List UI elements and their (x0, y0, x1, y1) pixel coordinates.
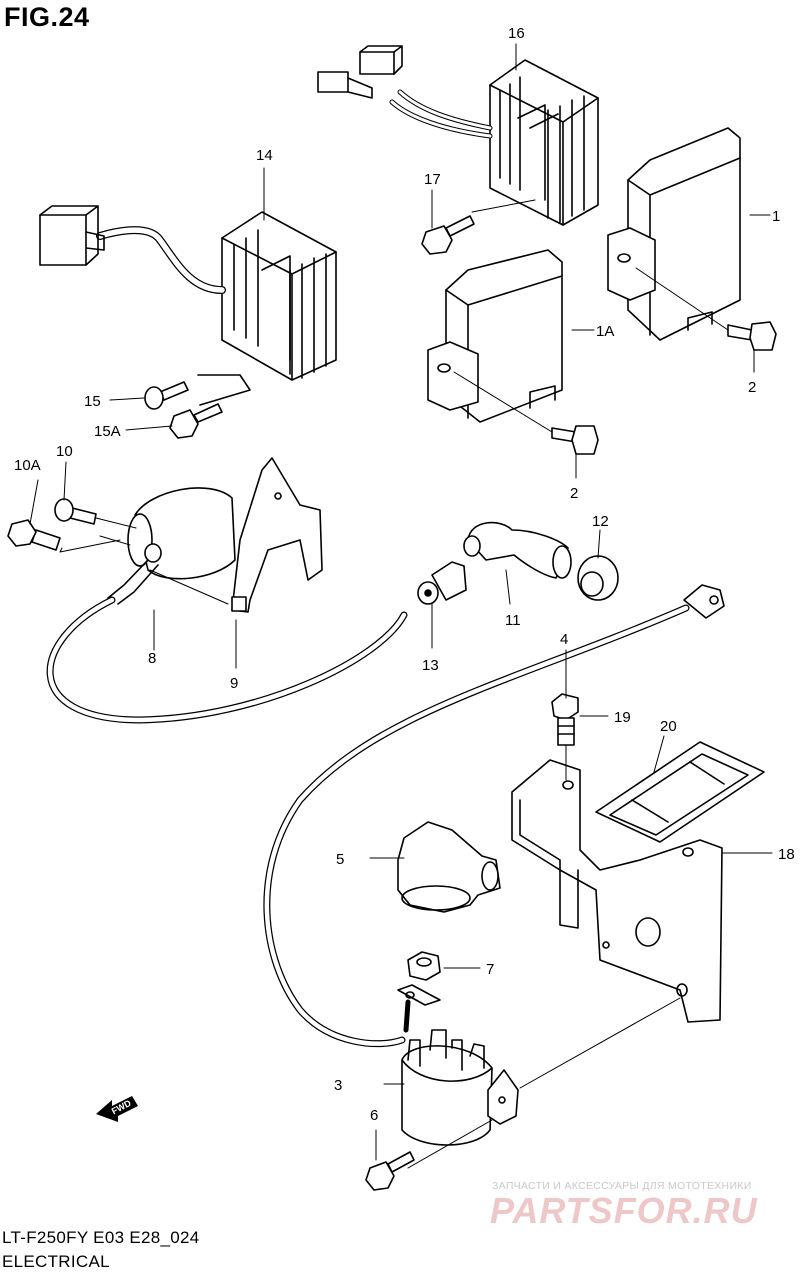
strap-20 (595, 741, 765, 843)
bolt-19 (551, 693, 579, 746)
callout-2-lower: 2 (570, 485, 578, 502)
callout-18: 18 (778, 846, 795, 863)
callout-10a: 10A (14, 457, 41, 474)
callout-7: 7 (486, 961, 494, 978)
callout-2-upper: 2 (748, 379, 756, 396)
callout-16: 16 (508, 25, 525, 42)
screw-15 (144, 381, 189, 410)
boot-13 (417, 561, 467, 605)
wire-harness-16 (317, 45, 493, 139)
regulator-rectifier-16 (489, 59, 599, 226)
callout-4: 4 (560, 631, 568, 648)
callout-6: 6 (370, 1107, 378, 1124)
section-name: ELECTRICAL (2, 1252, 110, 1271)
callout-20: 20 (660, 718, 677, 735)
bolt-2-upper (727, 321, 777, 351)
callout-8: 8 (148, 650, 156, 667)
callout-13: 13 (422, 657, 439, 674)
callout-19: 19 (614, 709, 631, 726)
screw-10 (54, 498, 97, 525)
watermark-tagline: ЗАПЧАСТИ И АКСЕССУАРЫ ДЛЯ МОТОТЕХНИКИ (492, 1180, 752, 1192)
wire-harness-14 (39, 205, 226, 294)
regulator-14 (221, 211, 337, 381)
figure-title: FIG.24 (4, 2, 90, 32)
callout-14: 14 (256, 147, 273, 164)
watermark-brand: PARTSFOR.RU (490, 1190, 758, 1231)
bolt-17 (421, 215, 475, 255)
callout-1a: 1A (596, 323, 614, 340)
bracket-18 (511, 759, 723, 1023)
bolt-10a (7, 519, 61, 551)
grommet-12 (577, 555, 619, 601)
relay-cover-5 (397, 821, 501, 913)
callout-12: 12 (592, 513, 609, 530)
callout-10: 10 (56, 443, 73, 460)
callout-11: 11 (505, 612, 521, 629)
fwd-arrow: FWD (96, 1096, 138, 1122)
spark-plug-cap-11 (463, 521, 572, 579)
coil-bracket-9 (231, 457, 323, 613)
cdi-unit-1 (607, 127, 741, 341)
callout-5: 5 (336, 851, 344, 868)
callout-1: 1 (772, 208, 780, 225)
starter-relay-3 (397, 984, 519, 1146)
callout-15a: 15A (94, 423, 121, 440)
cdi-unit-1a (427, 249, 563, 423)
ignition-coil-8 (107, 487, 236, 605)
nut-7 (407, 951, 441, 981)
callout-15: 15 (84, 393, 101, 410)
bolt-15a (169, 403, 223, 439)
callout-17: 17 (424, 171, 441, 188)
callout-9: 9 (230, 675, 238, 692)
bolt-2-lower (551, 425, 599, 455)
model-code: LT-F250FY E03 E28_024 (2, 1228, 200, 1247)
callout-3: 3 (334, 1077, 342, 1094)
screw-6 (365, 1151, 415, 1191)
